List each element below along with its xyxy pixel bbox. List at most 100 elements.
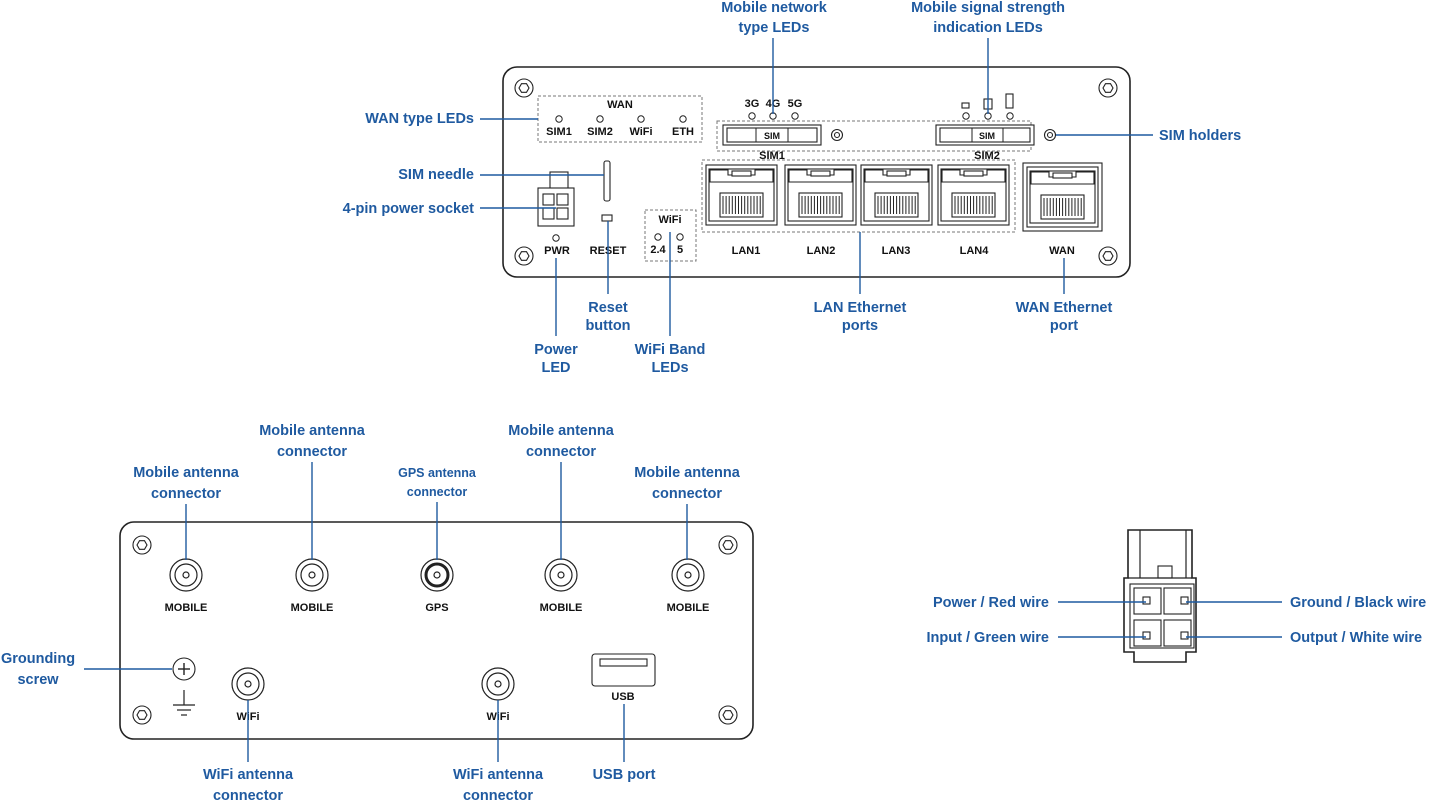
lan-ports: [705, 164, 1010, 226]
mobile-antenna-connector: [295, 558, 329, 592]
wan-group-label: WAN: [607, 99, 633, 111]
wan-ethernet-port: [1026, 166, 1099, 228]
sim2-label: SIM2: [974, 150, 1000, 162]
callout-wifi-band-line1: WiFi Band: [635, 342, 706, 358]
lan-port-label: LAN3: [882, 245, 911, 257]
sim1-slot-label: SIM: [764, 131, 780, 141]
callout-mobile-antenna-4-line1: Mobile antenna: [634, 465, 740, 481]
callout-grounding-line2: screw: [17, 672, 59, 688]
callout-sim-holders: SIM holders: [1159, 128, 1241, 144]
callout-power-red-wire: Power / Red wire: [933, 595, 1049, 611]
pwr-label: PWR: [544, 245, 570, 257]
sim2-slot-label: SIM: [979, 131, 995, 141]
front-panel: WAN SIM1 SIM2 WiFi ETH 3G 4G 5G: [502, 66, 1131, 278]
callout-mobile-antenna-3-line1: Mobile antenna: [508, 423, 614, 439]
wan-led-wifi: [637, 115, 645, 123]
callout-lan-line1: LAN Ethernet: [814, 300, 907, 316]
back-callouts: Mobile antenna connector Mobile antenna …: [1, 423, 741, 801]
power-led: [552, 234, 560, 242]
wan-led-sim1: [555, 115, 563, 123]
lan-port-label: LAN1: [732, 245, 761, 257]
callout-input-green-wire: Input / Green wire: [927, 630, 1049, 646]
wan-led-label: SIM2: [587, 126, 613, 138]
callout-wan-port-line2: port: [1050, 318, 1078, 334]
mobile-label: MOBILE: [165, 602, 208, 614]
wifi-group-label: WiFi: [658, 214, 681, 226]
network-type-label: 3G: [745, 98, 760, 110]
wifi-band-label: 2.4: [650, 244, 666, 256]
network-type-label: 5G: [788, 98, 803, 110]
callout-mobile-antenna-2-line2: connector: [277, 444, 347, 460]
lan-port: [705, 164, 778, 226]
callout-mobile-antenna-2-line1: Mobile antenna: [259, 423, 365, 439]
callout-wifi-antenna-2-line1: WiFi antenna: [453, 767, 544, 783]
callout-wifi-band-line2: LEDs: [651, 360, 688, 376]
sim2-slot: SIM SIM2: [935, 124, 1057, 162]
front-corner-screws: [514, 78, 1118, 266]
callout-lan-line2: ports: [842, 318, 878, 334]
lan-port-label: LAN4: [960, 245, 990, 257]
callout-grounding-line1: Grounding: [1, 651, 75, 667]
gps-antenna-connector: [420, 558, 454, 592]
front-callouts: Mobile network type LEDs Mobile signal s…: [343, 0, 1242, 376]
lan-port: [937, 164, 1010, 226]
wan-led-label: WiFi: [629, 126, 652, 138]
callout-wifi-antenna-1-line2: connector: [213, 788, 283, 801]
sim1-slot: SIM SIM1: [722, 124, 844, 162]
wifi-antenna-connector: [481, 667, 515, 701]
callout-mobile-antenna-1-line1: Mobile antenna: [133, 465, 239, 481]
reset-button: [601, 214, 613, 222]
callout-mobile-antenna-4-line2: connector: [652, 486, 722, 502]
wan-port: [1026, 166, 1099, 228]
callout-sim-needle: SIM needle: [398, 167, 474, 183]
wifi-band-label: 5: [677, 244, 683, 256]
mobile-label: MOBILE: [540, 602, 583, 614]
callout-output-white-wire: Output / White wire: [1290, 630, 1422, 646]
callout-reset-line2: button: [585, 318, 630, 334]
mobile-antenna-connector: [671, 558, 705, 592]
callout-usb-port: USB port: [593, 767, 656, 783]
lan-port: [860, 164, 933, 226]
power-socket: [537, 171, 575, 227]
wan-port-label: WAN: [1049, 245, 1075, 257]
callout-signal-leds-line2: indication LEDs: [933, 20, 1043, 36]
callout-gps-line1: GPS antenna: [398, 466, 477, 480]
gps-label: GPS: [425, 602, 448, 614]
lan-group-outline: [701, 159, 1016, 233]
callout-network-leds-line1: Mobile network: [721, 0, 827, 16]
sim-area-outline: [716, 120, 1032, 152]
callout-ground-black-wire: Ground / Black wire: [1290, 595, 1426, 611]
callout-power-led-line2: LED: [542, 360, 571, 376]
wan-led-label: ETH: [672, 126, 694, 138]
lan-port: [784, 164, 857, 226]
mobile-label: MOBILE: [291, 602, 334, 614]
sim-needle: [603, 160, 611, 202]
wan-led-eth: [679, 115, 687, 123]
callout-mobile-antenna-1-line2: connector: [151, 486, 221, 502]
callout-signal-leds-line1: Mobile signal strength: [911, 0, 1065, 16]
callout-gps-line2: connector: [407, 485, 468, 499]
callout-wan-port-line1: WAN Ethernet: [1016, 300, 1113, 316]
callout-wan-leds: WAN type LEDs: [365, 111, 474, 127]
usb-port: [591, 653, 656, 687]
lan-port-label: LAN2: [807, 245, 836, 257]
back-corner-screws: [132, 535, 738, 725]
mobile-antenna-connector: [169, 558, 203, 592]
callout-mobile-antenna-3-line2: connector: [526, 444, 596, 460]
wifi-antenna-connector: [231, 667, 265, 701]
mobile-label: MOBILE: [667, 602, 710, 614]
callout-network-leds-line2: type LEDs: [739, 20, 810, 36]
callout-wifi-antenna-2-line2: connector: [463, 788, 533, 801]
callout-reset-line1: Reset: [588, 300, 628, 316]
callout-power-socket: 4-pin power socket: [343, 201, 475, 217]
network-type-leds: 3G 4G 5G: [745, 98, 803, 120]
power-connector-detail: Power / Red wire Input / Green wire Grou…: [927, 529, 1426, 663]
antenna-connectors: [169, 558, 705, 701]
wan-leds: SIM1 SIM2 WiFi ETH: [546, 115, 694, 138]
grounding-screw: [172, 657, 196, 716]
wan-led-sim2: [596, 115, 604, 123]
mobile-antenna-connector: [544, 558, 578, 592]
power-connector-pins: [1133, 587, 1192, 647]
wan-led-label: SIM1: [546, 126, 572, 138]
